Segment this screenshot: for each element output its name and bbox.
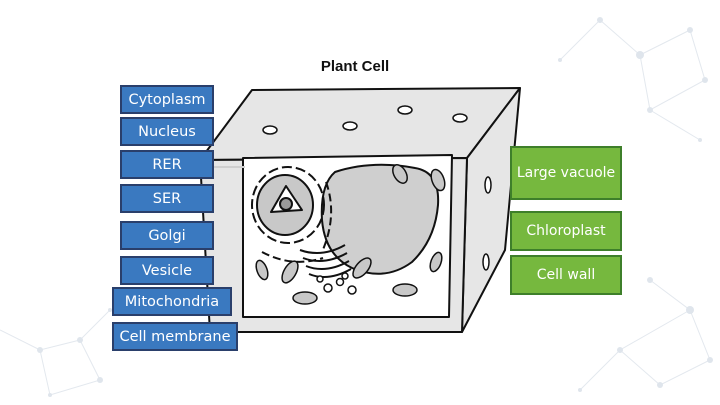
diagram-title: Plant Cell [320,58,390,75]
label-ser: SER [120,184,214,213]
label-rer: RER [120,150,214,179]
label-vesicle: Vesicle [120,256,214,285]
label-mitochondria: Mitochondria [112,287,232,316]
label-cell-membrane: Cell membrane [112,322,238,351]
label-golgi: Golgi [120,221,214,250]
label-nucleus: Nucleus [120,117,214,146]
label-cytoplasm: Cytoplasm [120,85,214,114]
cell-wall-top [199,87,521,161]
label-chloroplast: Chloroplast [510,211,622,251]
label-cell-wall: Cell wall [510,255,622,295]
label-large-vacuole: Large vacuole [510,146,622,200]
